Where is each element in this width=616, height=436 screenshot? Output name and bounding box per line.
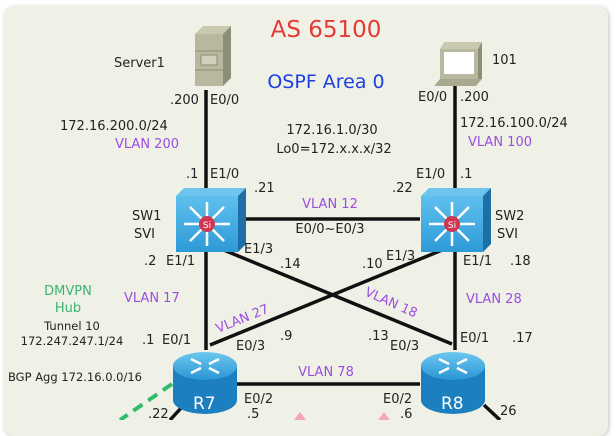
pc101-interface: E0/0 (418, 90, 447, 105)
vlan-28-label: VLAN 28 (466, 292, 522, 307)
server1-label[interactable]: Server1 (114, 56, 165, 71)
dmvpn-hub-label: Hub (55, 301, 81, 316)
r8-e03-ip: .13 (368, 329, 389, 344)
sw1-e11-interface: E1/1 (166, 254, 195, 269)
sw1-svi-label: SVI (134, 227, 155, 242)
sw1-to-sw2-ip: .21 (254, 181, 275, 196)
core-network: 172.16.1.0/30 (286, 123, 377, 138)
r8-router-icon (421, 352, 485, 414)
r7-router-icon (173, 352, 237, 414)
sw2-layer3-switch-icon: Si (421, 188, 491, 252)
link-r7-lower (168, 405, 184, 420)
tunnel-label: Tunnel 10 (43, 319, 100, 333)
diagram-panel (4, 6, 608, 436)
vlan-78-label: VLAN 78 (298, 365, 354, 380)
pc101-label[interactable]: 101 (492, 53, 517, 68)
trunk-interfaces: E0/0~E0/3 (295, 222, 364, 237)
r8-e01-ip: .17 (512, 331, 533, 346)
sw1-e11-ip: .2 (144, 254, 156, 269)
link-r8-lower (482, 403, 502, 420)
marker-triangle-icon (378, 412, 390, 420)
server-icon (195, 26, 231, 86)
sw1-layer3-switch-icon: Si (176, 188, 246, 252)
ospf-area-label: OSPF Area 0 (267, 71, 384, 93)
server-network: 172.16.200.0/24 (60, 119, 168, 134)
server1-interface: E0/0 (210, 93, 239, 108)
vlan-12-label: VLAN 12 (302, 197, 358, 212)
pc101-ip: .200 (460, 90, 489, 105)
r7-e01-interface: E0/1 (162, 333, 191, 348)
sw2-to-sw1-ip: .22 (392, 181, 413, 196)
sw1-e13-ip: .14 (280, 257, 301, 272)
loopback-label: Lo0=172.x.x.x/32 (276, 142, 391, 157)
sw2-e10-ip: .1 (460, 167, 472, 182)
sw1-e13-interface: E1/3 (244, 242, 273, 257)
r8-e03-interface: E0/3 (390, 339, 419, 354)
r8-e02-interface: E0/2 (383, 392, 412, 407)
r7-e03-interface: E0/3 (236, 339, 265, 354)
dmvpn-label: DMVPN (44, 284, 92, 299)
marker-triangle-icon (294, 412, 306, 420)
r8-e01-interface: E0/1 (460, 331, 489, 346)
sw2-e11-ip: .18 (510, 254, 531, 269)
vlan-18-label: VLAN 18 (362, 285, 419, 321)
sw2-e13-interface: E1/3 (386, 249, 415, 264)
vlan-100-label: VLAN 100 (468, 135, 532, 150)
sw2-e13-ip: .10 (362, 257, 383, 272)
tunnel-ip: 172.247.247.1/24 (21, 334, 124, 348)
sw1-e10-ip: .1 (186, 167, 198, 182)
network-topology: Si Si (8, 17, 568, 420)
svg-text:Si: Si (448, 221, 456, 231)
r7-label[interactable]: R7 (193, 394, 216, 414)
r7-e02-interface: E0/2 (244, 392, 273, 407)
sw2-e10-interface: E1/0 (416, 167, 445, 182)
sw1-label[interactable]: SW1 (132, 209, 161, 224)
r7-e02-ip: .5 (247, 407, 259, 420)
link-sw2-r7 (209, 244, 453, 347)
sw2-svi-label: SVI (497, 227, 518, 242)
dmvpn-tunnel-link (118, 382, 174, 420)
r8-e02-ip: .6 (400, 407, 412, 420)
vlan-200-label: VLAN 200 (115, 137, 179, 152)
as-title: AS 65100 (271, 17, 382, 43)
r8-lower-ip: 26 (500, 404, 517, 419)
pc-icon (434, 42, 482, 86)
pc-network: 172.16.100.0/24 (460, 116, 568, 131)
svg-text:Si: Si (203, 221, 211, 231)
r8-label[interactable]: R8 (441, 394, 464, 414)
sw2-label[interactable]: SW2 (495, 209, 524, 224)
r7-e03-ip: .9 (280, 329, 292, 344)
r7-lower-ip: .22 (148, 407, 169, 420)
sw1-e10-interface: E1/0 (210, 167, 239, 182)
server1-ip: .200 (170, 93, 199, 108)
bgp-aggregate-label: BGP Agg 172.16.0.0/16 (8, 370, 142, 384)
vlan-17-label: VLAN 17 (124, 291, 180, 306)
sw2-e11-interface: E1/1 (463, 254, 492, 269)
r7-e01-ip: .1 (142, 333, 154, 348)
